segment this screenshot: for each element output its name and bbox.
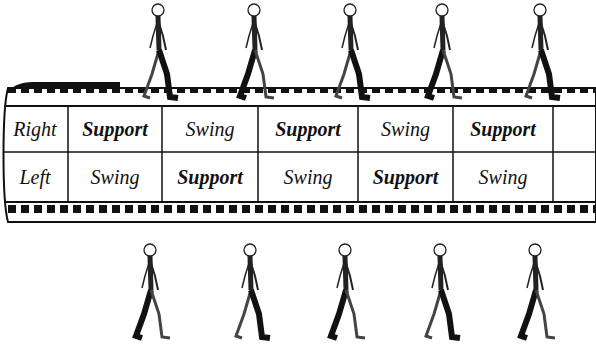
phase-cell: Support xyxy=(68,106,162,152)
walker-figure xyxy=(136,244,170,338)
phase-cell: Support xyxy=(258,106,358,152)
phase-cell: Swing xyxy=(68,152,162,202)
cell-dividers xyxy=(68,106,553,202)
phase-label: Support xyxy=(470,118,536,141)
walker-figure xyxy=(236,244,270,338)
phase-label: Swing xyxy=(186,118,235,141)
walker-figure xyxy=(526,4,560,98)
phase-cell: Swing xyxy=(358,106,453,152)
row-label-cell: Left xyxy=(2,152,68,202)
phase-cell: Support xyxy=(358,152,453,202)
phase-cell: Swing xyxy=(162,106,258,152)
phase-cell: Support xyxy=(162,152,258,202)
row-divider xyxy=(4,151,596,153)
sprocket-holes xyxy=(8,202,596,220)
walker-figure xyxy=(521,244,555,338)
phase-label: Support xyxy=(177,166,243,189)
sprocket-holes xyxy=(8,88,596,106)
walker-figure xyxy=(428,4,462,98)
walker-figure xyxy=(336,4,370,98)
phase-label: Swing xyxy=(91,166,140,189)
walker-figure xyxy=(240,4,274,98)
walker-figure xyxy=(144,4,178,98)
walker-figure xyxy=(331,244,365,338)
row-label: Left xyxy=(19,166,50,189)
row-label: Right xyxy=(13,118,56,141)
film-strip xyxy=(4,88,596,222)
strip-line xyxy=(4,105,596,107)
phase-cell: Swing xyxy=(453,152,553,202)
strip-line xyxy=(4,201,596,203)
phase-label: Swing xyxy=(479,166,528,189)
phase-label: Swing xyxy=(381,118,430,141)
phase-label: Support xyxy=(275,118,341,141)
row-label-cell: Right xyxy=(2,106,68,152)
phase-cell: Swing xyxy=(258,152,358,202)
walker-figure xyxy=(426,244,460,338)
phase-label: Support xyxy=(82,118,148,141)
phase-cell: Support xyxy=(453,106,553,152)
phase-label: Swing xyxy=(284,166,333,189)
phase-label: Support xyxy=(373,166,439,189)
